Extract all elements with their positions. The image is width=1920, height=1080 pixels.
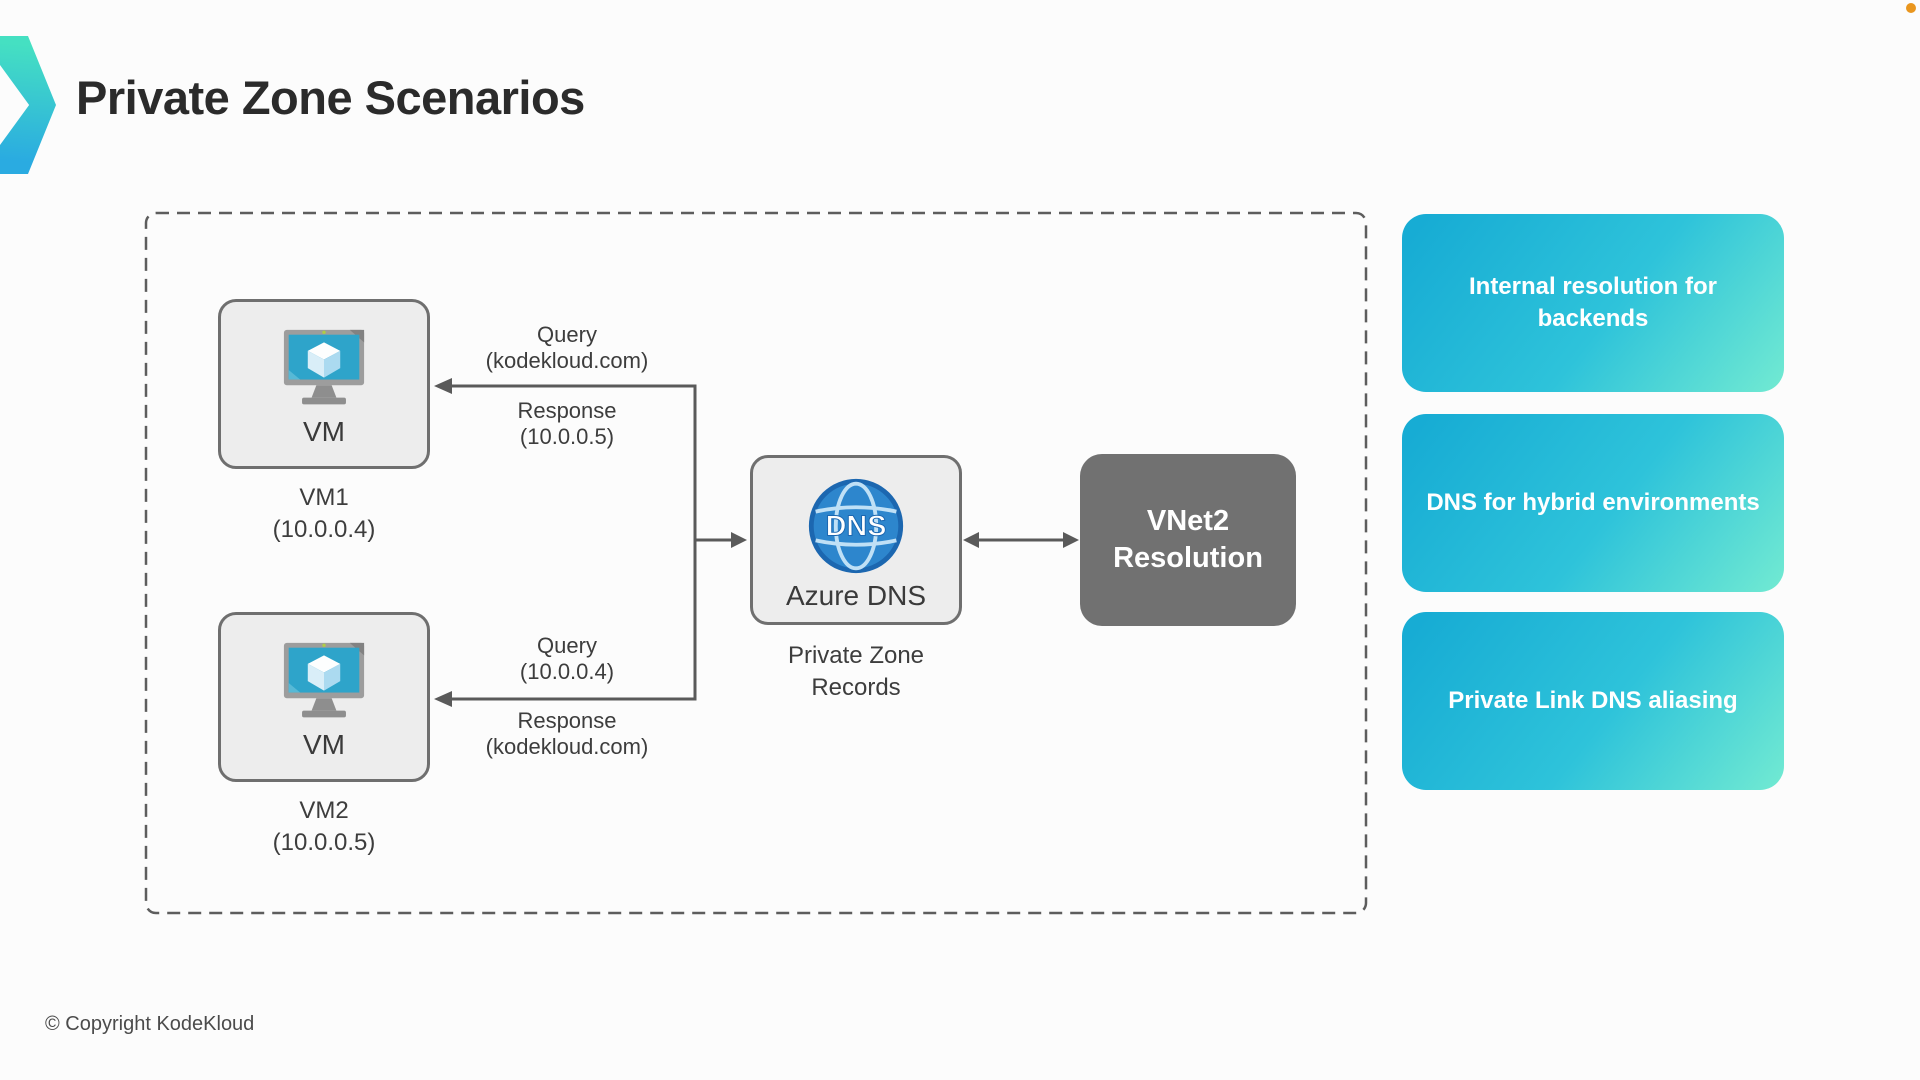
copyright-text: © Copyright KodeKloud — [45, 1013, 255, 1035]
callout-hybrid-dns: DNS for hybrid environments — [1402, 414, 1784, 592]
vm2-query-label: Query (10.0.0.4) — [437, 633, 697, 685]
arrowhead-dns — [731, 532, 747, 548]
vm1-caption: VM1 (10.0.0.4) — [218, 482, 430, 545]
vm1-query-label: Query (kodekloud.com) — [437, 322, 697, 374]
vm1-response-line1: Response — [517, 398, 617, 423]
vm1-name: VM1 — [299, 484, 349, 511]
vm1-box-label: VM — [303, 416, 345, 447]
callout-label: Internal resolution for backends — [1468, 272, 1717, 332]
dns-caption-line1: Private Zone — [787, 642, 925, 669]
vm1-response-line2: (10.0.0.5) — [519, 423, 615, 449]
vm1-node: VM — [218, 299, 430, 469]
arrowhead-vnet2-side — [1063, 532, 1079, 548]
vnet2-node: VNet2 Resolution — [1080, 454, 1296, 626]
vm2-node: VM — [218, 612, 430, 782]
page-title: Private Zone Scenarios — [76, 71, 585, 124]
vm2-query-line1: Query — [537, 633, 597, 658]
dns-globe-icon: DNS — [808, 478, 904, 574]
azure-dns-node: DNS Azure DNS — [750, 455, 962, 625]
arrowhead-vm2 — [434, 691, 452, 707]
vm1-response-label: Response (10.0.0.5) — [437, 398, 697, 450]
orange-indicator-dot — [1906, 3, 1916, 13]
callout-label: Private Link DNS aliasing — [1448, 686, 1738, 714]
vnet2-label-line2: Resolution — [1113, 542, 1263, 574]
dns-caption: Private Zone Records — [750, 640, 962, 703]
kodekloud-logo-icon — [0, 36, 56, 174]
callout-label: DNS for hybrid environments — [1426, 488, 1760, 516]
vm-icon — [283, 642, 365, 718]
vm2-query-line2: (10.0.0.4) — [519, 658, 615, 684]
dns-caption-line2: Records — [811, 673, 901, 701]
callout-internal-resolution: Internal resolution for backends — [1402, 214, 1784, 392]
callout-private-link: Private Link DNS aliasing — [1402, 612, 1784, 790]
arrowhead-dns-side — [963, 532, 979, 548]
azure-dns-label: Azure DNS — [785, 580, 927, 611]
vm-icon — [283, 329, 365, 405]
vm2-caption: VM2 (10.0.0.5) — [218, 795, 430, 858]
vm2-response-line1: Response — [517, 708, 617, 733]
vm2-ip: (10.0.0.5) — [272, 828, 376, 856]
arrowhead-vm1 — [434, 378, 452, 394]
vm2-response-line2: (kodekloud.com) — [485, 733, 649, 759]
vm1-query-line2: (kodekloud.com) — [485, 347, 649, 373]
vm2-response-label: Response (kodekloud.com) — [437, 708, 697, 760]
vm2-box-label: VM — [303, 729, 345, 760]
vnet2-label-line1: VNet2 — [1146, 504, 1230, 537]
vm2-name: VM2 — [299, 797, 349, 824]
vm1-ip: (10.0.0.4) — [272, 515, 376, 543]
vm1-query-line1: Query — [537, 322, 597, 347]
dns-icon-text: DNS — [826, 511, 887, 543]
